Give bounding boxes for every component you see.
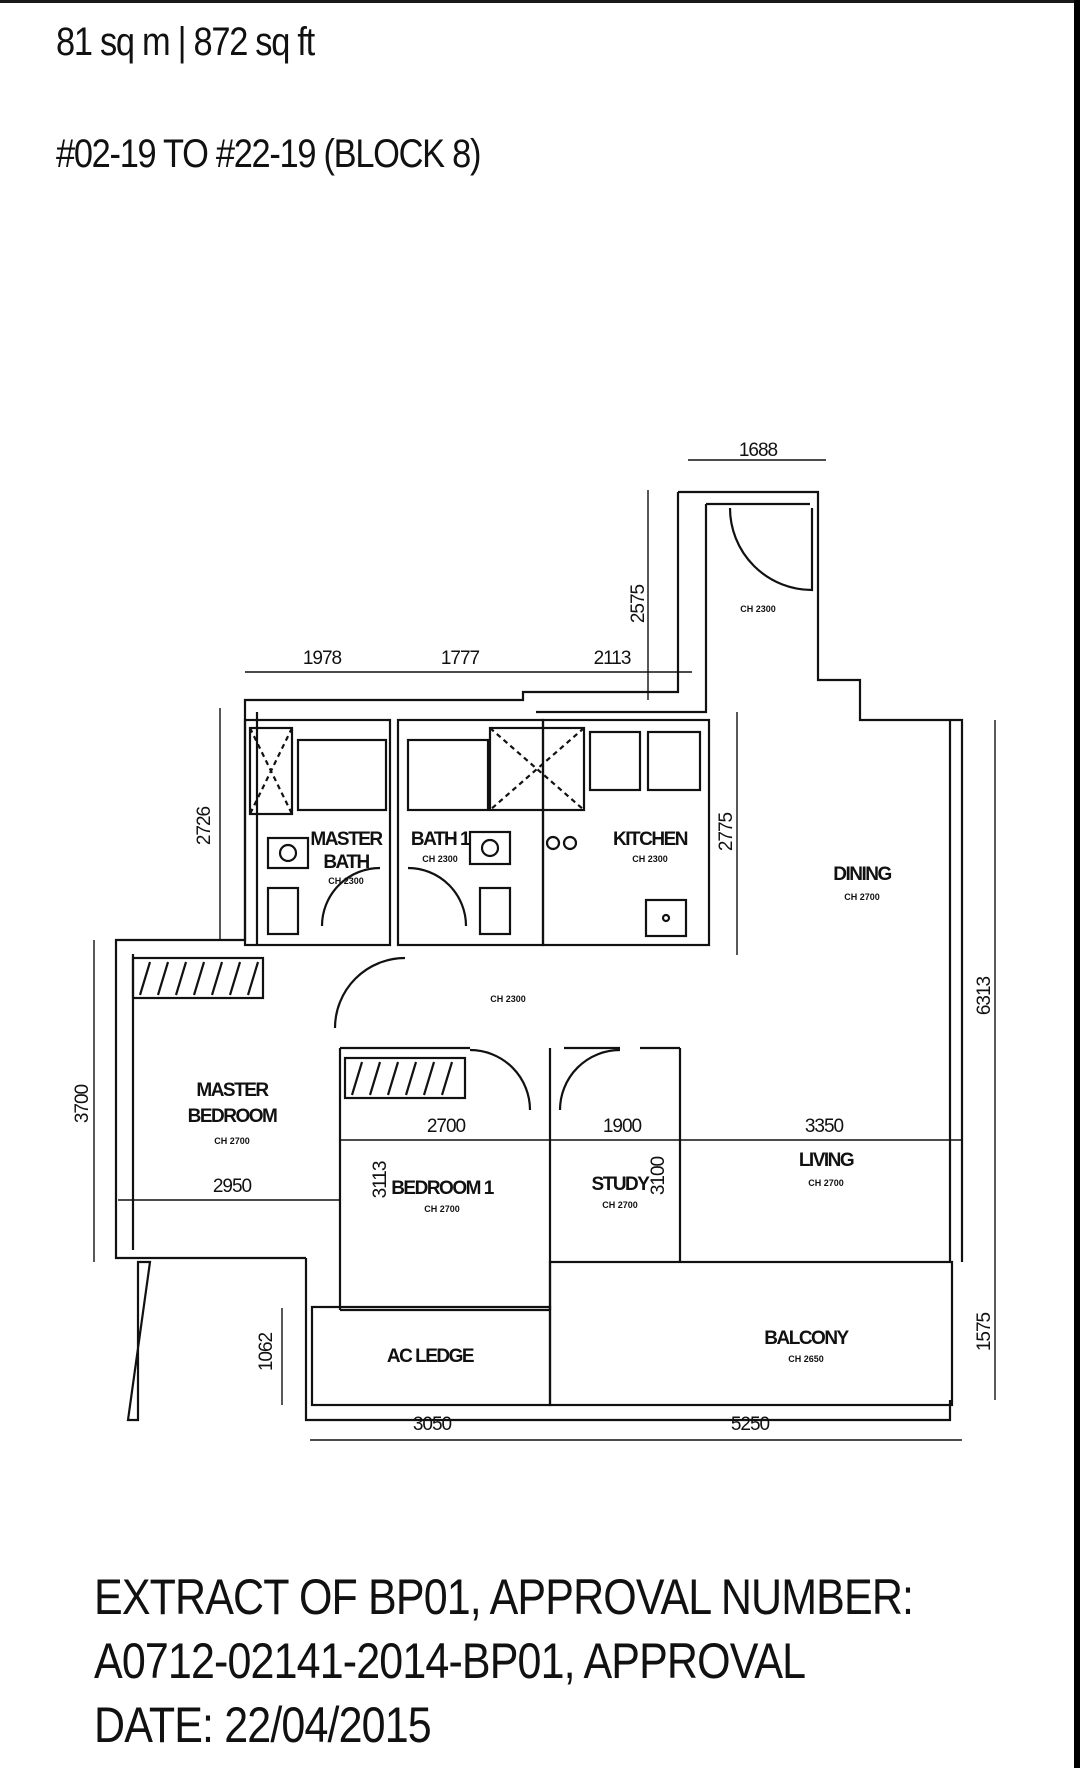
inner-wall-west	[536, 504, 708, 714]
dim-6313: 6313	[974, 976, 995, 1015]
balcony-ch: CH 2650	[788, 1354, 824, 1364]
floor-plan: MASTER BATH CH 2300 BATH 1 CH 2300 KITCH…	[72, 440, 996, 1441]
dim-2575: 2575	[628, 584, 649, 623]
dim-3350: 3350	[805, 1116, 844, 1137]
study-door-swing	[558, 1048, 621, 1111]
master-wardrobe	[131, 956, 265, 1000]
top-border	[0, 0, 1080, 3]
entrance-door-swing	[728, 507, 814, 592]
unit-range: #02-19 TO #22-19 (BLOCK 8)	[56, 132, 481, 176]
bath1-door-swing	[407, 866, 468, 927]
bedroom1-label: BEDROOM 1	[391, 1178, 495, 1199]
kitchen-outline	[541, 718, 711, 947]
bath1-label: BATH 1	[411, 829, 471, 850]
hall-door-swing	[333, 956, 406, 1029]
hall-ch: CH 2300	[490, 994, 526, 1004]
dim-3050: 3050	[413, 1414, 452, 1435]
footer-line-3: DATE: 22/04/2015	[94, 1697, 432, 1753]
outer-wall-north-top	[678, 490, 964, 1262]
footer-line-1: EXTRACT OF BP01, APPROVAL NUMBER:	[94, 1569, 914, 1625]
balcony-outline	[548, 1260, 954, 1407]
study-ch: CH 2700	[602, 1200, 638, 1210]
master-bath-label-2: BATH	[323, 852, 369, 873]
bedroom1-wardrobe	[343, 1056, 467, 1100]
dim-2726: 2726	[194, 806, 215, 845]
dim-2775: 2775	[716, 812, 737, 851]
right-border	[1074, 0, 1080, 1768]
dim-2700: 2700	[427, 1116, 466, 1137]
living-label: LIVING	[799, 1150, 854, 1171]
dim-1978: 1978	[303, 648, 342, 669]
dim-3100: 3100	[648, 1156, 669, 1195]
dining-label: DINING	[833, 864, 891, 885]
outer-wall-west-top	[114, 492, 680, 1260]
master-bath-ch: CH 2300	[328, 876, 364, 886]
balcony-label: BALCONY	[764, 1328, 849, 1349]
dim-2950: 2950	[213, 1176, 252, 1197]
dim-1900: 1900	[603, 1116, 642, 1137]
master-bath-outline	[243, 718, 392, 947]
footer-line-2: A0712-02141-2014-BP01, APPROVAL	[94, 1633, 806, 1689]
master-bath-door-swing	[320, 866, 381, 927]
master-bath-label-1: MASTER	[310, 829, 383, 850]
dim-2113: 2113	[594, 648, 631, 669]
dim-3700: 3700	[72, 1084, 93, 1123]
bedroom1-ch: CH 2700	[424, 1204, 460, 1214]
dim-1688: 1688	[739, 440, 778, 461]
unit-area: 81 sq m | 872 sq ft	[56, 20, 315, 64]
master-bedroom-label-2: BEDROOM	[188, 1106, 277, 1127]
ac-ledge-label: AC LEDGE	[387, 1346, 474, 1367]
kitchen-ch: CH 2300	[632, 854, 668, 864]
living-ch: CH 2700	[808, 1178, 844, 1188]
top-ch: CH 2300	[740, 604, 776, 614]
bedroom1-door-swing	[469, 1048, 532, 1111]
master-bedroom-label-1: MASTER	[196, 1080, 269, 1101]
dining-ch: CH 2700	[844, 892, 880, 902]
study-label: STUDY	[592, 1174, 651, 1195]
dim-1575: 1575	[974, 1312, 995, 1351]
master-bedroom-ch: CH 2700	[214, 1136, 250, 1146]
dim-1777: 1777	[441, 648, 480, 669]
dim-5250: 5250	[731, 1414, 770, 1435]
dim-3113: 3113	[370, 1161, 391, 1198]
dim-1062: 1062	[256, 1332, 277, 1371]
kitchen-label: KITCHEN	[613, 829, 688, 850]
bath1-ch: CH 2300	[422, 854, 458, 864]
